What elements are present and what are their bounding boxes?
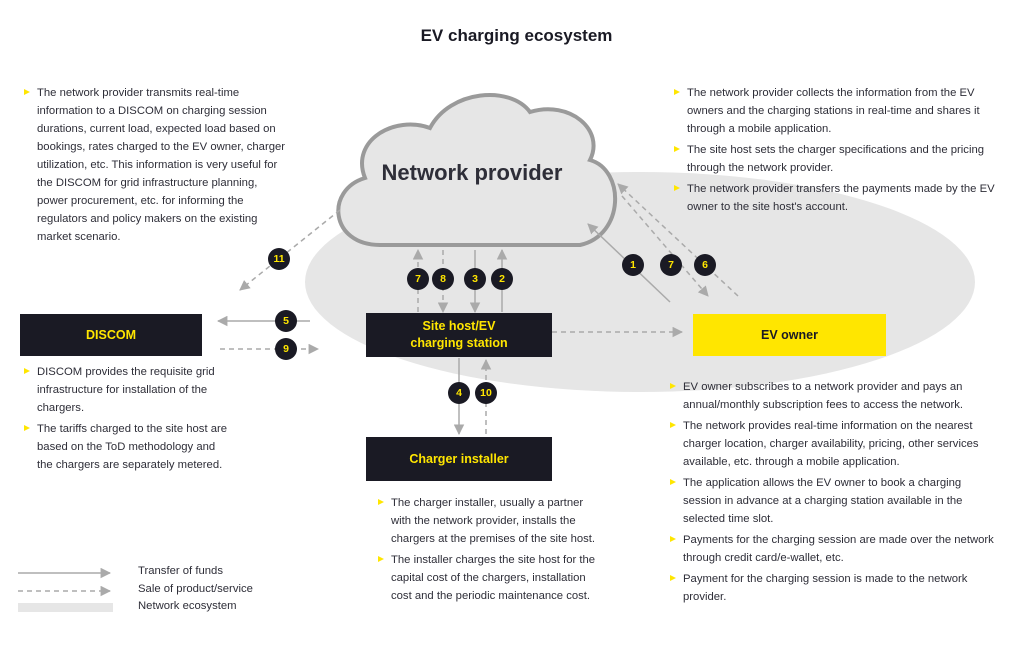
note-charger-installer: The charger installer, usually a partner… [376,494,604,608]
note-item: The site host sets the charger specifica… [672,141,1000,177]
step-badge-1: 1 [622,254,644,276]
step-badge-3: 3 [464,268,486,290]
note-item: The tariffs charged to the site host are… [22,420,232,474]
note-item: Payment for the charging session is made… [668,570,998,606]
step-badge-9: 9 [275,338,297,360]
note-item: The application allows the EV owner to b… [668,474,998,528]
discom-box: DISCOM [20,314,202,356]
legend-ecosystem-swatch [18,603,113,612]
network-provider-label: Network provider [381,160,563,185]
step-badge-6: 6 [694,254,716,276]
step-badge-11: 11 [268,248,290,270]
charger-installer-box: Charger installer [366,437,552,481]
step-badge-7b: 7 [660,254,682,276]
step-badge-5: 5 [275,310,297,332]
arrow-step-6 [617,183,739,297]
note-ev-owner: EV owner subscribes to a network provide… [668,378,998,609]
legend-funds-label: Transfer of funds [138,565,223,577]
note-item: DISCOM provides the requisite grid infra… [22,363,232,417]
note-item: Payments for the charging session are ma… [668,531,998,567]
note-network-provider: The network provider collects the inform… [672,84,1000,219]
note-item: The installer charges the site host for … [376,551,604,605]
note-item: The charger installer, usually a partner… [376,494,604,548]
step-badge-4: 4 [448,382,470,404]
note-item: The network provider transmits real-time… [22,84,290,246]
step-badge-2: 2 [491,268,513,290]
ev-owner-box: EV owner [693,314,886,356]
legend-product-label: Sale of product/service [138,583,253,595]
site-host-box: Site host/EV charging station [366,313,552,357]
note-item: The network provider transfers the payme… [672,180,1000,216]
step-badge-7: 7 [407,268,429,290]
arrow-network-to-discom [239,209,341,291]
note-item: The network provides real-time informati… [668,417,998,471]
note-network-to-discom: The network provider transmits real-time… [22,84,290,249]
note-item: The network provider collects the inform… [672,84,1000,138]
step-badge-8: 8 [432,268,454,290]
step-badge-10: 10 [475,382,497,404]
network-provider-cloud [336,92,618,247]
legend-ecosystem-label: Network ecosystem [138,600,237,612]
note-discom: DISCOM provides the requisite grid infra… [22,363,232,477]
diagram-title: EV charging ecosystem [420,26,613,45]
note-item: EV owner subscribes to a network provide… [668,378,998,414]
arrow-step-7b [621,195,709,297]
